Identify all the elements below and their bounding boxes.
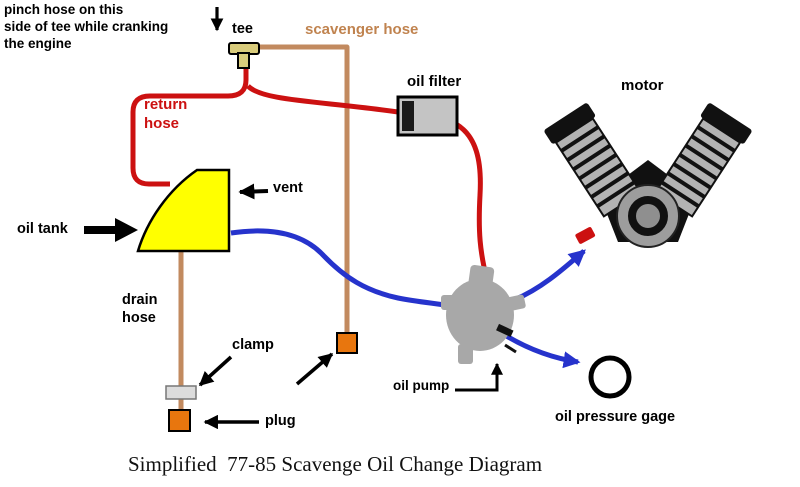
right-cylinder [653, 103, 752, 218]
oil-pump-shape [441, 264, 526, 364]
clamp-pointer-arrow-left [198, 355, 233, 387]
motor-shape [544, 103, 752, 248]
vent-pointer-arrow [238, 183, 269, 200]
pointer-arrows [198, 7, 503, 430]
scavenger-hose-line [256, 44, 350, 336]
oil-tank-pointer-arrow [84, 218, 138, 242]
clamp-pointer-arrow-right [295, 352, 334, 386]
clamp-label: clamp [232, 337, 274, 353]
left-cylinder [544, 103, 643, 218]
diagram-title: Simplified 77-85 Scavenge Oil Change Dia… [128, 452, 543, 476]
plug-label: plug [265, 413, 296, 429]
return-hose-line [130, 62, 490, 281]
red-patch [575, 227, 596, 244]
feed-hose-lines [230, 228, 586, 369]
oil-tank-label: oil tank [17, 221, 68, 237]
pinch-note: pinch hose on this side of tee while cra… [4, 2, 169, 51]
oil-pump-label: oil pump [393, 378, 450, 393]
tee-label: tee [232, 21, 253, 37]
return-hose-label: return hose [144, 96, 188, 132]
oil-pressure-gage-label: oil pressure gage [555, 409, 676, 425]
plug-shape [168, 409, 191, 432]
motor-label: motor [621, 77, 664, 94]
drain-clamp-shape [165, 385, 197, 400]
tee-fitting [228, 42, 260, 69]
oil-pump-pointer-arrow [455, 362, 503, 392]
oil-filter-label: oil filter [407, 73, 462, 90]
oil-pressure-gage-shape [588, 355, 632, 399]
drain-hose-label: drain hose [122, 292, 158, 327]
oil-tank-shape [136, 168, 231, 253]
oil-filter-shape [396, 95, 459, 137]
scavenger-hose-label: scavenger hose [305, 21, 419, 38]
filter-band [402, 101, 414, 131]
vent-label: vent [273, 180, 303, 196]
scavenger-clamp-shape [336, 332, 358, 354]
